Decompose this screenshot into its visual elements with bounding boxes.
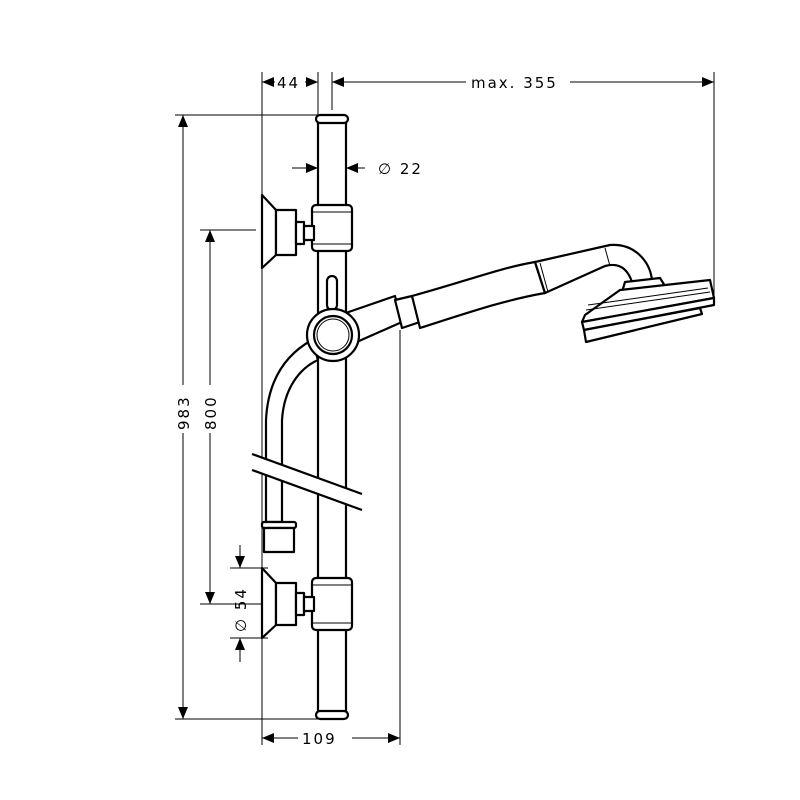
extension-lines [175, 72, 715, 745]
dimension-total-height: 983 [175, 115, 193, 719]
dimension-label: 983 [175, 395, 193, 430]
dimension-flange-diameter: ∅ 54 [232, 545, 250, 662]
dimension-wall-offset: 44 [262, 74, 318, 92]
break-lines [251, 452, 363, 512]
shower-hose [260, 338, 320, 554]
dimension-rail-diameter: ∅ 22 [292, 160, 423, 178]
dimension-label: ∅ 22 [378, 160, 423, 178]
slider-ring [305, 307, 361, 363]
dimension-label: 109 [302, 730, 337, 748]
shower-rail [310, 113, 354, 721]
dimension-projection: max. 355 [332, 74, 714, 92]
dimension-label: 44 [277, 74, 300, 92]
dimension-label: max. 355 [471, 74, 558, 92]
upper-wall-mount [260, 193, 316, 270]
dimension-bracket-spacing: 800 [202, 230, 220, 604]
slider-lever [325, 274, 339, 312]
hand-shower [338, 243, 716, 347]
dimension-rail-depth: 109 [262, 730, 400, 748]
dimension-label: ∅ 54 [232, 587, 250, 632]
dimension-label: 800 [202, 395, 220, 430]
lower-wall-mount [260, 566, 316, 640]
